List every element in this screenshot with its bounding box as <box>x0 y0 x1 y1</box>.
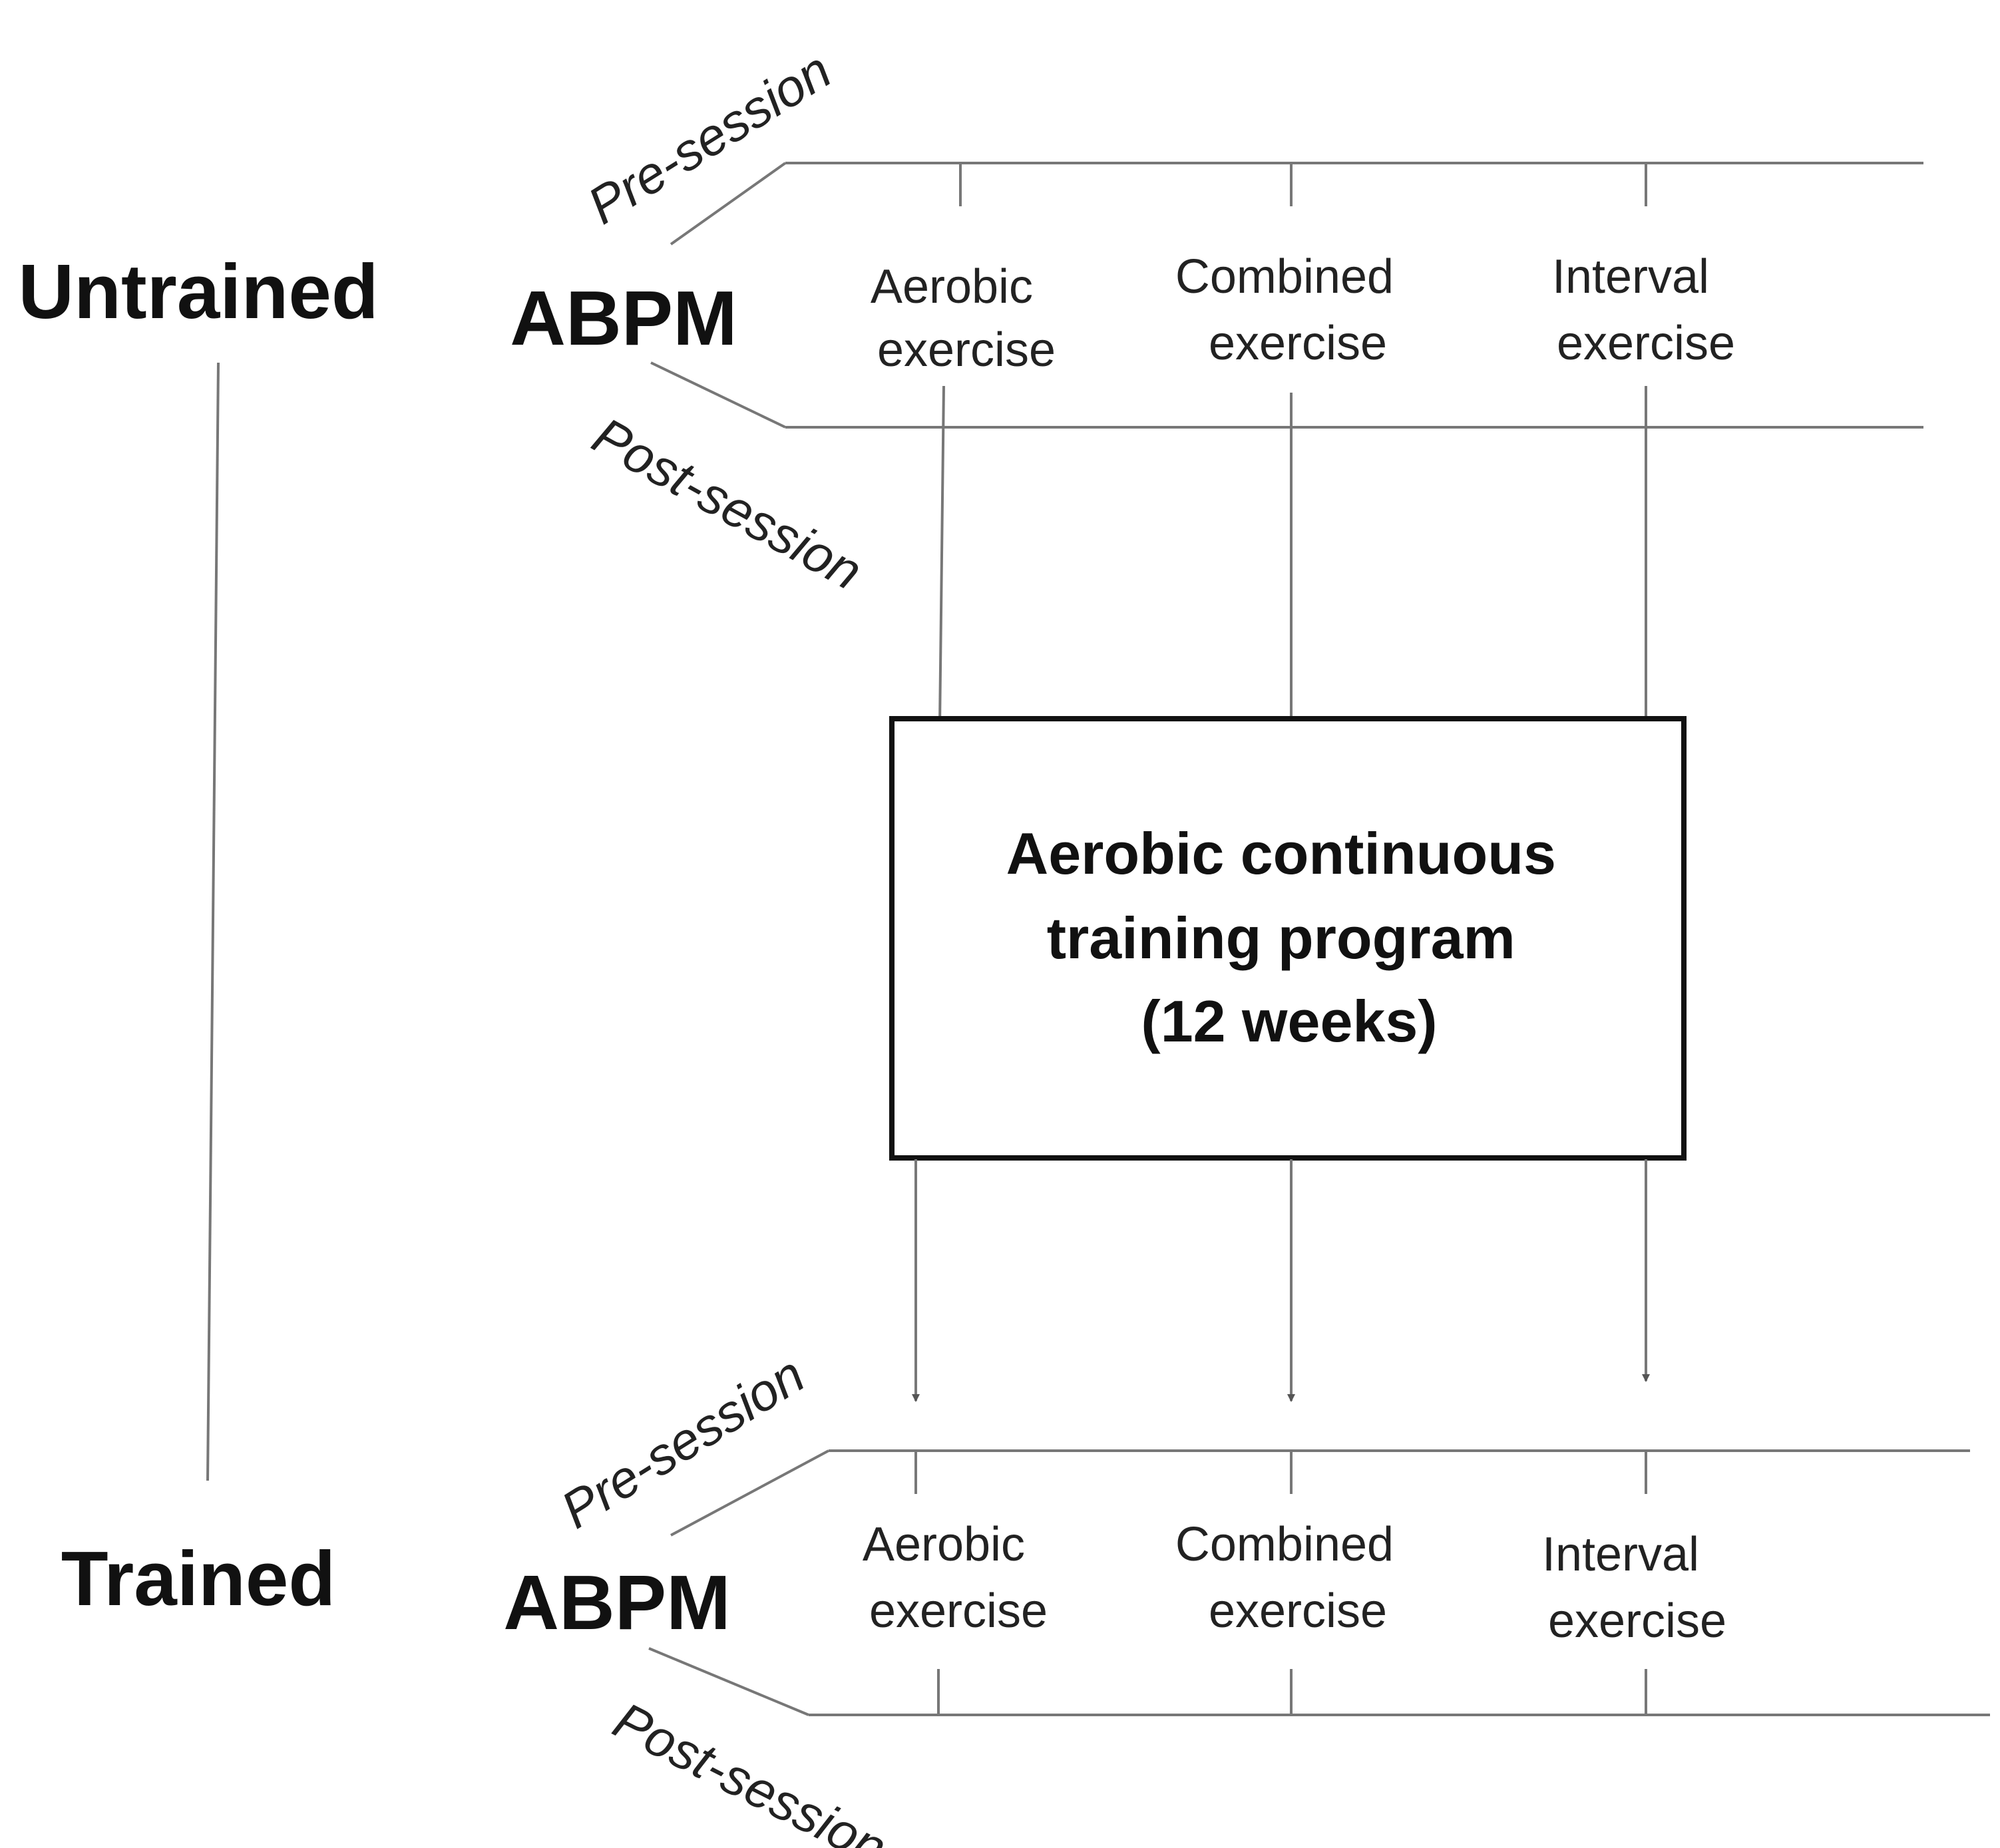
top-exercise-aerobic: Aerobic exercise <box>871 260 1056 377</box>
connector-aerobic-to-program <box>938 385 945 726</box>
bottom-pre-session-label: Pre-session <box>551 1345 815 1540</box>
group-connector-line <box>206 362 220 1481</box>
top-post-diagonal <box>650 361 786 429</box>
top-post-session-label: Post-session <box>583 406 871 601</box>
group-label-untrained: Untrained <box>18 248 378 335</box>
training-program-label: Aerobic continuous training program (12 … <box>1006 821 1573 1054</box>
bottom-pre-diagonal <box>670 1449 829 1537</box>
bottom-exercise-interval: Interval exercise <box>1542 1528 1726 1648</box>
bottom-exercise-combined: Combined exercise <box>1175 1518 1407 1638</box>
top-pre-diagonal <box>670 162 787 246</box>
bottom-post-diagonal <box>648 1647 809 1716</box>
training-program-box <box>889 716 1687 1161</box>
bottom-abpm-label: ABPM <box>503 1559 731 1646</box>
top-exercise-interval: Interval exercise <box>1552 250 1735 370</box>
top-pre-session-label: Pre-session <box>578 41 841 236</box>
top-exercise-combined: Combined exercise <box>1175 250 1407 370</box>
top-abpm-label: ABPM <box>510 275 737 361</box>
group-label-trained: Trained <box>61 1535 336 1622</box>
bottom-exercise-aerobic: Aerobic exercise <box>863 1518 1048 1638</box>
